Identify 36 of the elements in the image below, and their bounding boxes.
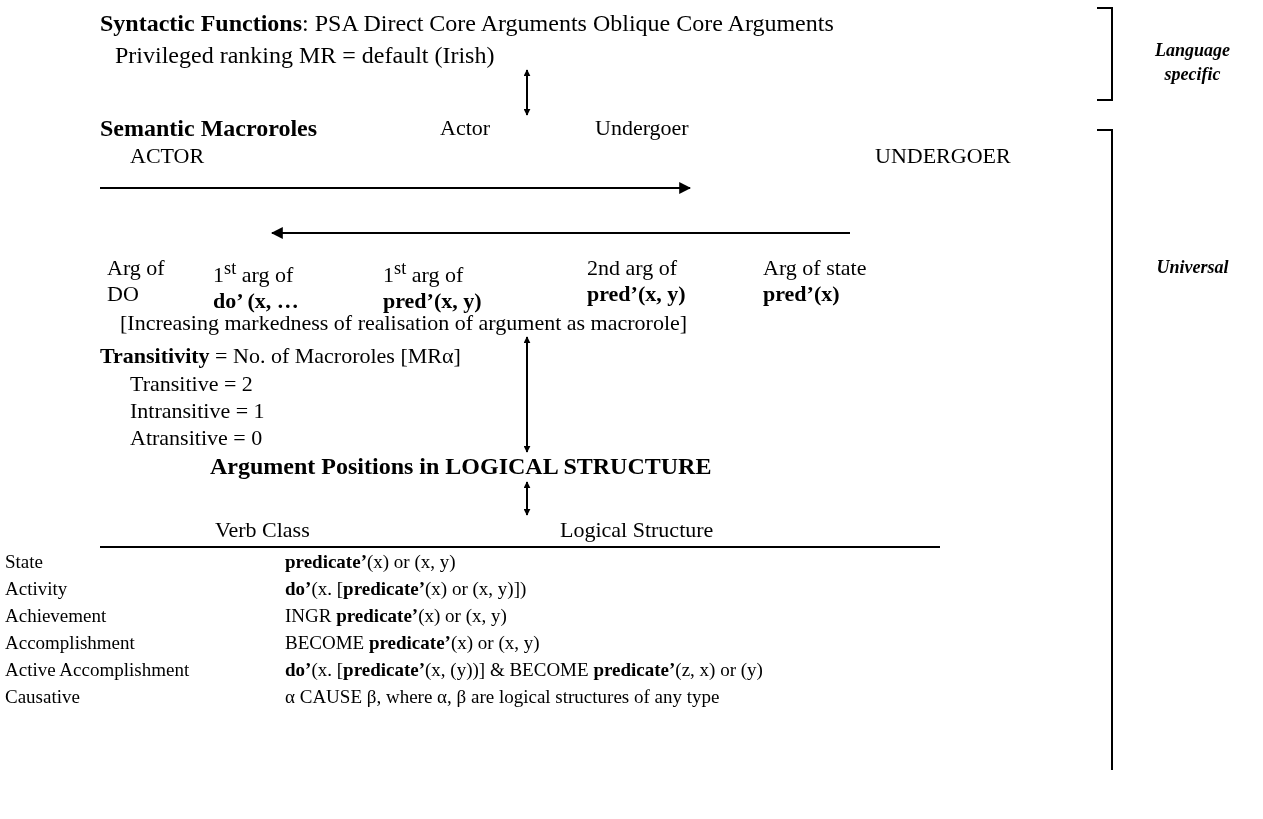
heading-text: Syntactic Functions: PSA Direct Core Arguments Oblique Core Arguments [100,10,834,36]
side-note: Universal [1155,256,1230,279]
role-label: Undergoer [595,115,689,141]
table-cell-text: α CAUSE β, where α, β are logical structures of any type [285,685,720,709]
argument-position: Arg of state pred’(x) [763,255,868,307]
role-label: UNDERGOER [875,143,1011,169]
table-cell-text: Causative [5,685,80,709]
column-heading: Logical Structure [560,517,714,543]
note-text: Privileged ranking MR = default (Irish) [115,42,495,68]
table-cell-text: Activity [5,577,68,601]
column-heading: Verb Class [215,517,310,543]
double-arrow [523,69,531,116]
argument-position: 1$^{st}$ arg of do’ (x, … [213,257,300,315]
table-cell-text: State [5,550,43,574]
section-heading: Semantic Macroroles [100,115,318,141]
table-cell-text: Achievement [5,604,107,628]
role-label: Actor [440,115,491,141]
role-label: ACTOR [130,143,205,169]
note-text: Atransitive = 0 [130,425,263,451]
note-text: Transitive = 2 [130,371,253,397]
argument-position: Arg of DO [107,255,166,307]
argument-position: 1$^{st}$ arg of pred’(x, y) [383,257,483,315]
argument-position: 2nd arg of pred’(x, y) [587,255,687,307]
double-arrow [523,336,531,453]
table-cell-text: BECOME predicate’(x) or (x, y) [285,631,540,655]
table-cell-text: Accomplishment [5,631,135,655]
table-cell-text: do’(x. [predicate’(x, (y))] & BECOME predicate’(z, x) or (y) [285,658,763,682]
double-arrow [523,481,531,516]
section-heading: Argument Positions in LOGICAL STRUCTURE [210,453,712,479]
side-note: Language specific [1154,39,1231,86]
table-cell-text: Active Accomplishment [5,658,190,682]
note-text: Transitivity = No. of Macroroles [MRα] [100,342,461,370]
table-cell-text: INGR predicate’(x) or (x, y) [285,604,507,628]
note-text: Intransitive = 1 [130,398,265,424]
table-cell-text: do’(x. [predicate’(x) or (x, y)]) [285,577,527,601]
table-cell-text: predicate’(x) or (x, y) [285,550,456,574]
